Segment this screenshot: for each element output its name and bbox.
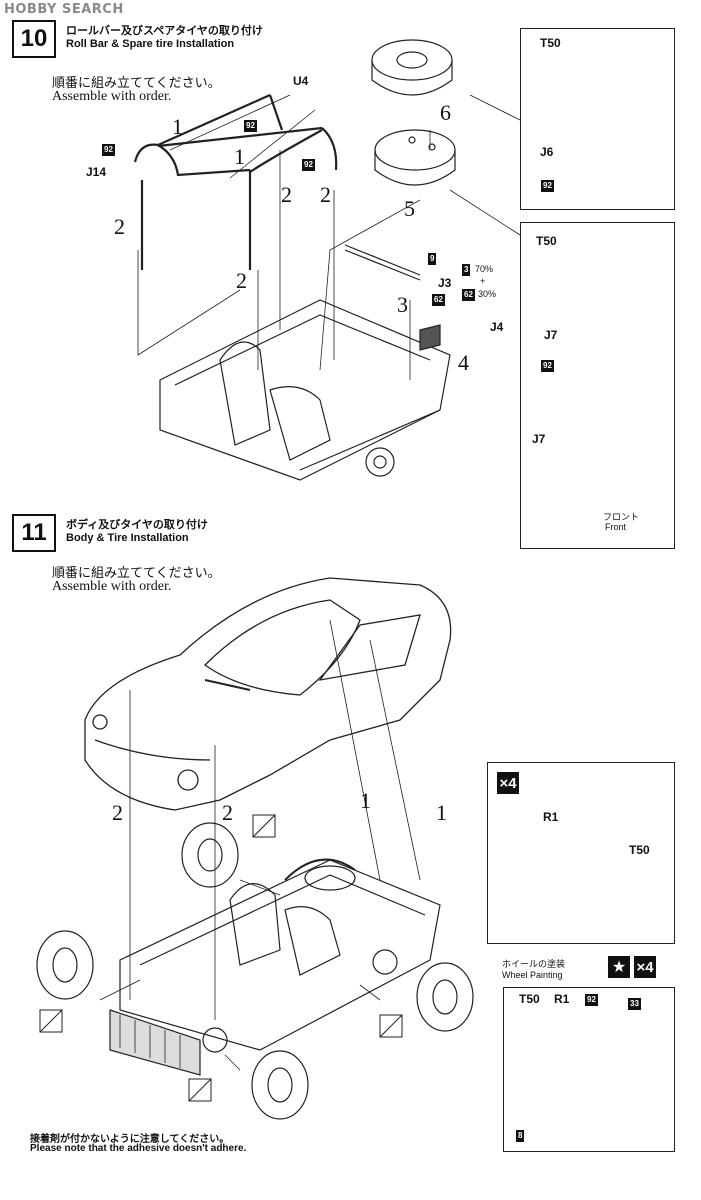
- chassis-drawing-step10: [159, 244, 451, 481]
- paint-badge-92: 92: [585, 994, 598, 1006]
- order-number: 4: [458, 350, 469, 375]
- watermark: HOBBY SEARCH: [4, 2, 124, 17]
- step-11-instruction-en: Assemble with order.: [52, 579, 172, 594]
- star-icon: ★: [608, 956, 630, 978]
- part-label-j6: J6: [540, 145, 554, 159]
- part-label-j3: J3: [438, 276, 452, 290]
- no-glue-icons: [39, 814, 403, 1102]
- paint-badge-8: 8: [516, 1130, 525, 1142]
- chassis-drawing-step11: [109, 858, 441, 1076]
- order-number: 2: [112, 800, 123, 825]
- paint-badge-33: 33: [628, 998, 641, 1010]
- part-label-t50: T50: [629, 843, 650, 857]
- part-label-u4: U4: [293, 74, 309, 88]
- part-label-j14: J14: [86, 165, 107, 179]
- wheel-painting-jp: ホイールの塗装: [502, 959, 566, 969]
- paint-badge-92-d: 92: [541, 180, 554, 192]
- wheel-painting-panel: [503, 987, 675, 1152]
- paint-badge-62-b: 62: [432, 294, 445, 306]
- part-label-t50-b: T50: [519, 992, 540, 1006]
- order-number: 1: [436, 800, 447, 825]
- part-label-t50-a: T50: [540, 36, 561, 50]
- adhesive-note-en: Please note that the adhesive doesn't ad…: [30, 1143, 247, 1154]
- order-number: 5: [404, 196, 415, 221]
- order-number: 2: [281, 182, 292, 207]
- step-10-number: 10: [12, 20, 56, 58]
- order-number: 1: [234, 144, 245, 169]
- paint-badge-92-b: 92: [244, 120, 257, 132]
- step-10-title-jp: ロールバー及びスペアタイヤの取り付け: [66, 25, 263, 37]
- part-label-r1: R1: [543, 810, 559, 824]
- step-10-title-en: Roll Bar & Spare tire Installation: [66, 38, 235, 50]
- tires-drawing-step11: [36, 822, 474, 1120]
- paint-ratio-70: 70%: [475, 264, 494, 274]
- order-number: 2: [320, 182, 331, 207]
- spare-tire-panel-top: [520, 28, 675, 210]
- step-11-instruction-jp: 順番に組み立ててください。: [52, 566, 221, 581]
- order-number: 2: [222, 800, 233, 825]
- step-10-instruction-en: Assemble with order.: [52, 89, 172, 104]
- paint-badge-9: 9: [428, 253, 437, 265]
- step-11-title-en: Body & Tire Installation: [66, 532, 189, 544]
- step-11-number: 11: [12, 514, 56, 552]
- order-number: 2: [114, 214, 125, 239]
- paint-badge-92-a: 92: [102, 144, 115, 156]
- spare-tire-drawing: [371, 39, 456, 186]
- paint-badge-92-e: 92: [541, 360, 554, 372]
- part-label-j4: J4: [490, 320, 504, 334]
- order-number: 2: [236, 268, 247, 293]
- car-body-drawing: [84, 577, 452, 811]
- front-label-en: Front: [605, 522, 627, 532]
- paint-badge-62: 62: [462, 289, 475, 301]
- adhesive-note-jp: 接着剤が付かないように注意してください。: [30, 1134, 230, 1145]
- part-label-t50-b: T50: [536, 234, 557, 248]
- wheel-painting-en: Wheel Painting: [502, 970, 563, 980]
- quantity-x4-badge-b: ×4: [634, 956, 656, 978]
- front-label-jp: フロント: [603, 512, 640, 522]
- part-label-j7: J7: [544, 328, 558, 342]
- paint-badge-3: 3: [462, 264, 471, 276]
- paint-plus: +: [480, 276, 486, 286]
- order-number: 6: [440, 100, 451, 125]
- part-label-j7-detail: J7: [532, 432, 546, 446]
- step-11-title-jp: ボディ及びタイヤの取り付け: [66, 519, 208, 531]
- part-label-r1-b: R1: [554, 992, 570, 1006]
- roll-bar-drawing: [133, 93, 338, 270]
- quantity-x4-badge: ×4: [497, 772, 519, 794]
- order-number: 1: [172, 114, 183, 139]
- paint-ratio-30: 30%: [478, 289, 497, 299]
- step-10-instruction-jp: 順番に組み立ててください。: [52, 76, 221, 91]
- order-number: 1: [360, 788, 371, 813]
- order-number: 3: [397, 292, 408, 317]
- paint-badge-92-c: 92: [302, 159, 315, 171]
- spare-tire-panel-bottom: [520, 222, 675, 549]
